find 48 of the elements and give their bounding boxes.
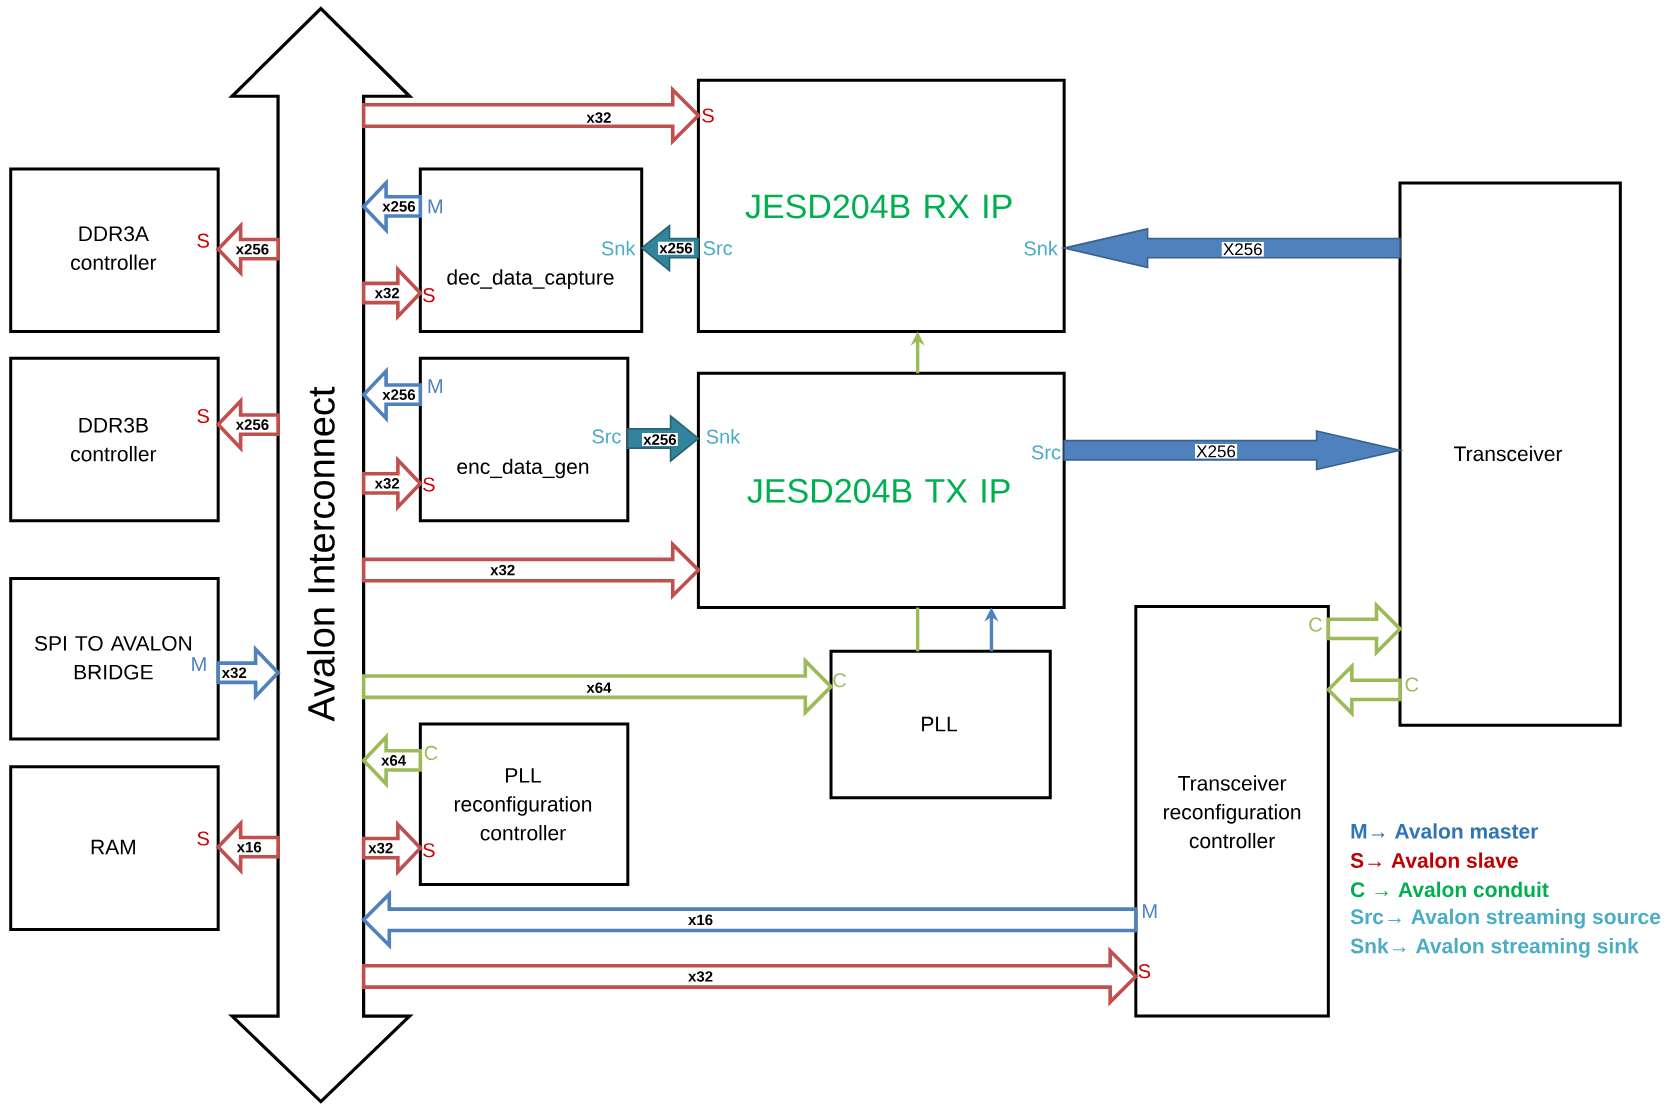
block-arrow <box>1326 601 1403 657</box>
block-arrow <box>361 946 1139 1007</box>
edge-label: X256 <box>1221 242 1264 257</box>
block-arrow <box>361 656 834 717</box>
legend-entry: Src→ Avalon streaming source <box>1350 908 1661 929</box>
port-label: C <box>424 745 438 761</box>
port-label: S <box>1138 964 1151 979</box>
port-label: Snk <box>1024 240 1058 256</box>
port-label: M <box>428 199 442 214</box>
port-label: S <box>197 233 209 248</box>
port-label: C <box>1405 677 1419 692</box>
port-label: S <box>702 108 714 123</box>
block-arrow <box>1325 662 1402 718</box>
port-label: C <box>833 673 847 688</box>
block-arrow <box>361 85 701 146</box>
port-label: S <box>197 831 209 846</box>
arrow <box>1060 227 1401 269</box>
edge-label: x32 <box>686 970 715 984</box>
edge-label: x256 <box>381 200 417 213</box>
edge-label: x256 <box>381 388 417 402</box>
port-label: M <box>1143 904 1157 919</box>
edge-label: x256 <box>234 418 271 432</box>
port-label: S <box>423 288 435 303</box>
port-label: Snk <box>706 429 741 444</box>
port-label: Src <box>592 429 621 444</box>
edge-label: x256 <box>642 433 678 447</box>
port-label: S <box>197 409 209 424</box>
block-arrow <box>361 540 701 601</box>
legend-entry: Snk→ Avalon streaming sink <box>1350 938 1639 958</box>
edge-label: x64 <box>585 681 613 695</box>
port-label: Src <box>1031 445 1061 460</box>
block-arrow <box>361 889 1138 950</box>
port-label: M <box>192 657 206 672</box>
legend-entry: C → Avalon conduit <box>1350 881 1549 898</box>
edge-label: X256 <box>1195 444 1238 459</box>
connector-line <box>915 607 920 652</box>
port-label: S <box>423 477 435 492</box>
port-label: S <box>423 843 435 858</box>
port-label: C <box>1309 617 1322 632</box>
edge-label: x64 <box>379 754 408 768</box>
legend-entry: M→ Avalon master <box>1351 823 1539 839</box>
arrow <box>1063 430 1404 471</box>
port-label: Snk <box>601 240 636 256</box>
edge-label: x16 <box>686 913 715 927</box>
port-label: Src <box>703 241 733 256</box>
edge-label: x32 <box>585 111 613 125</box>
port-label: M <box>428 379 442 394</box>
legend-entry: S→ Avalon slave <box>1350 852 1518 869</box>
